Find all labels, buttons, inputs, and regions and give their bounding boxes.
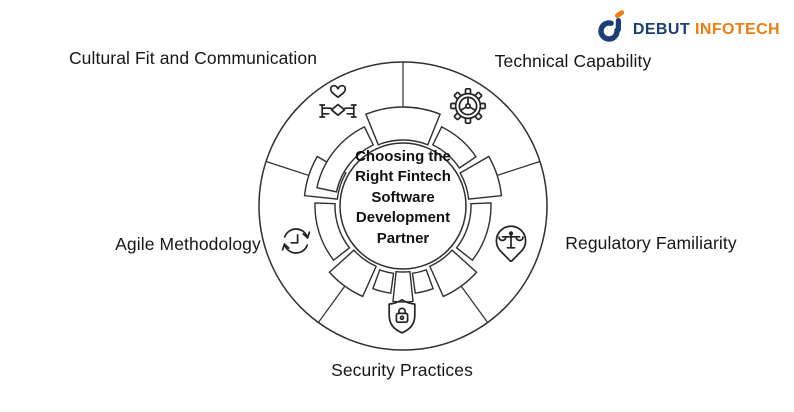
center-title-line: Development [355,209,451,227]
segment-label-regulatory-familiarity: Regulatory Familiarity [565,233,737,253]
segment-label-technical-capability: Technical Capability [494,51,652,71]
debut-infotech-logo-mark [598,10,625,42]
center-title-line: Choosing the [355,148,451,165]
center-circle [339,142,467,270]
segment-label-cultural-fit: Cultural Fit and Communication [68,48,318,68]
center-title-line: Software [371,188,435,206]
brand-name-secondary: INFOTECH [695,20,780,38]
shield-lock-icon [388,298,416,334]
scales-pin-icon [495,225,527,262]
center-title-line: Partner [376,229,430,247]
handshake-heart-icon [319,84,357,118]
cycle-clock-icon [281,228,311,254]
center-title-line: Right Fintech [355,168,451,186]
inner-notched-ring [303,106,503,303]
segment-divider-lines [265,62,541,323]
center-title: Choosing the Right Fintech Software Deve… [338,147,468,249]
brand-name-primary: DEBUT [632,20,691,38]
gear-icon [449,87,487,125]
segment-label-agile-methodology: Agile Methodology [115,234,261,254]
segment-label-security-practices: Security Practices [331,360,473,380]
partner-selection-wheel [258,61,548,351]
